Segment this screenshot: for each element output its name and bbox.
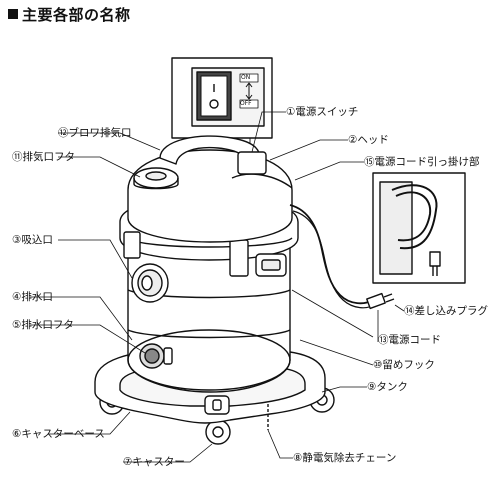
intake-port — [131, 263, 169, 303]
label-power-cord: ⑬電源コード — [378, 334, 441, 346]
title-text: 主要各部の名称 — [22, 6, 131, 24]
caster-wheels — [99, 387, 335, 445]
drain-cap-shape — [139, 343, 173, 369]
section-title: 主要各部の名称 — [8, 4, 131, 25]
cord-hook-inset — [372, 172, 466, 284]
label-power-switch: ①電源スイッチ — [286, 106, 359, 118]
label-drain-cap: ⑤排水口フタ — [12, 319, 74, 331]
label-caster: ⑦キャスター — [123, 456, 185, 468]
switch-inset — [171, 57, 273, 152]
clamp-hook-shape — [229, 239, 249, 277]
title-square-icon — [8, 9, 18, 19]
label-drain: ④排水口 — [12, 291, 53, 303]
switch-on-text: ON — [241, 74, 251, 81]
label-head: ②ヘッド — [348, 134, 389, 146]
label-static-chain: ⑧静電気除去チェーン — [293, 452, 397, 464]
label-clamp-hook: ⑩留めフック — [373, 359, 435, 371]
label-plug: ⑭差し込みプラグ — [404, 305, 488, 317]
label-exhaust-cap: ⑪排気口フタ — [12, 151, 75, 163]
plug-shape — [366, 292, 386, 310]
label-cord-hook: ⑮電源コード引っ掛け部 — [364, 156, 480, 168]
cord-line — [289, 204, 373, 305]
label-blower-exhaust: ⑫ブロワ排気口 — [58, 127, 132, 139]
label-intake: ③吸込口 — [12, 234, 53, 246]
clamp-hook-left — [123, 231, 141, 259]
exhaust-cap-shape — [133, 167, 179, 190]
head-shape — [127, 149, 293, 243]
label-tank: ⑨タンク — [367, 381, 408, 393]
switch-off-text: OFF — [240, 100, 252, 107]
label-caster-base: ⑥キャスターベース — [12, 428, 105, 440]
switch-block — [237, 151, 267, 175]
